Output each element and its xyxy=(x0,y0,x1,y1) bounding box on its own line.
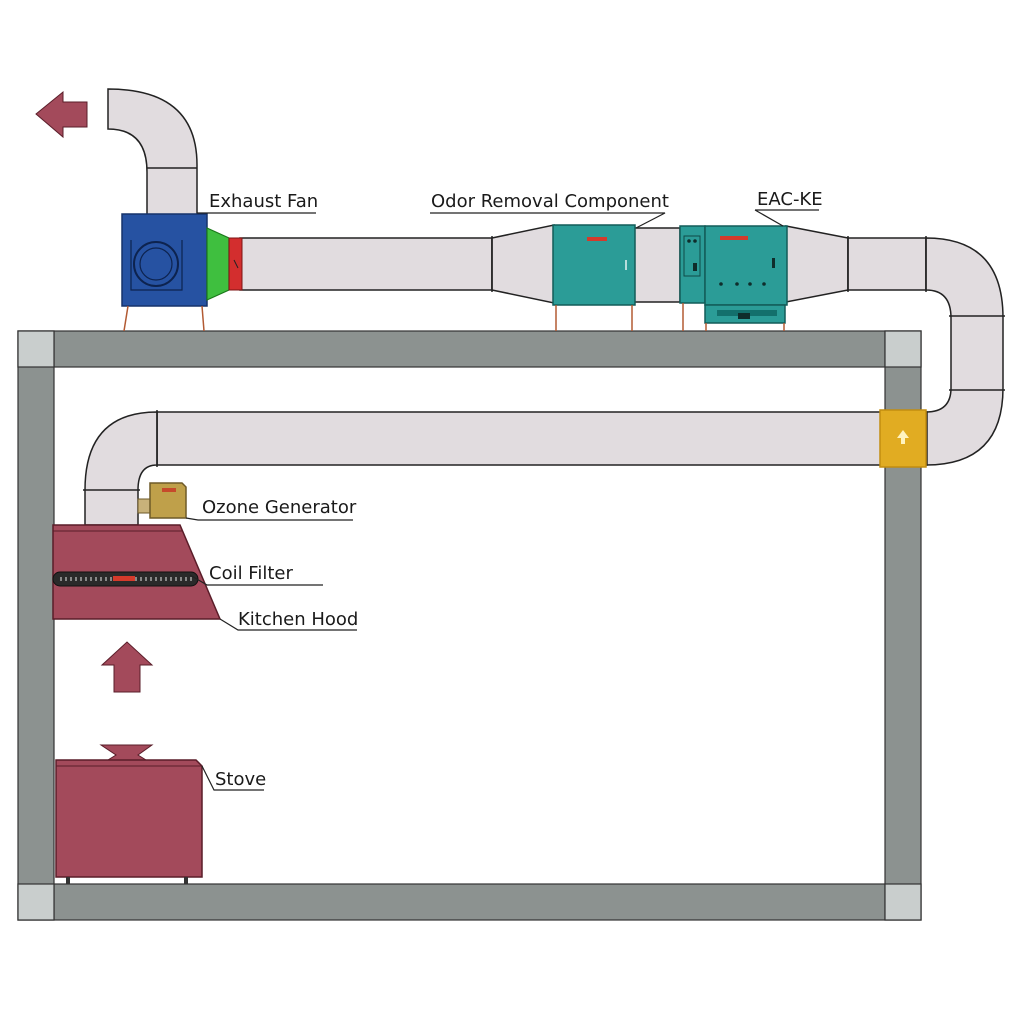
label-coil-filter: Coil Filter xyxy=(209,563,293,584)
wall-bottom xyxy=(17,883,922,921)
wall-top xyxy=(17,330,922,368)
rising-smoke-arrow xyxy=(100,641,154,693)
exhaust-flow-arrow xyxy=(35,90,88,139)
roof-duct xyxy=(107,88,1004,466)
interior-duct xyxy=(84,411,928,526)
wall-sleeve xyxy=(879,409,927,468)
wall-corner-tl xyxy=(17,330,55,368)
transition-2 xyxy=(785,225,849,303)
stove xyxy=(55,744,203,884)
duct-segment-1 xyxy=(239,237,493,291)
label-eac-ke: EAC-KE xyxy=(757,189,823,210)
wall-corner-tr xyxy=(884,330,922,368)
kitchen-hood xyxy=(52,524,222,620)
wall-left xyxy=(17,330,55,921)
eac-ke-unit xyxy=(679,225,788,331)
duct-segment-3 xyxy=(847,237,927,291)
room-walls xyxy=(17,330,922,921)
transition-1 xyxy=(491,224,555,304)
duct-horizontal xyxy=(156,411,928,466)
flex-connector xyxy=(206,227,230,301)
exhaust-fan xyxy=(121,213,243,332)
interior-joints xyxy=(83,410,158,491)
duct-segment-2 xyxy=(633,227,681,303)
wall-corner-br xyxy=(884,883,922,921)
leader-lines xyxy=(185,209,819,791)
fan-housing xyxy=(121,213,208,307)
label-ozone-generator: Ozone Generator xyxy=(202,497,357,518)
ozone-generator xyxy=(137,482,187,519)
label-odor-removal: Odor Removal Component xyxy=(431,191,669,212)
wall-corner-bl xyxy=(17,883,55,921)
exhaust-elbow xyxy=(107,88,198,216)
odor-removal-unit xyxy=(552,224,636,331)
label-stove: Stove xyxy=(215,769,267,790)
fan-impeller xyxy=(133,241,179,287)
right-elbow xyxy=(925,237,1004,466)
label-kitchen-hood: Kitchen Hood xyxy=(238,609,359,630)
label-exhaust-fan: Exhaust Fan xyxy=(209,191,319,212)
duct-joints xyxy=(147,167,1005,391)
